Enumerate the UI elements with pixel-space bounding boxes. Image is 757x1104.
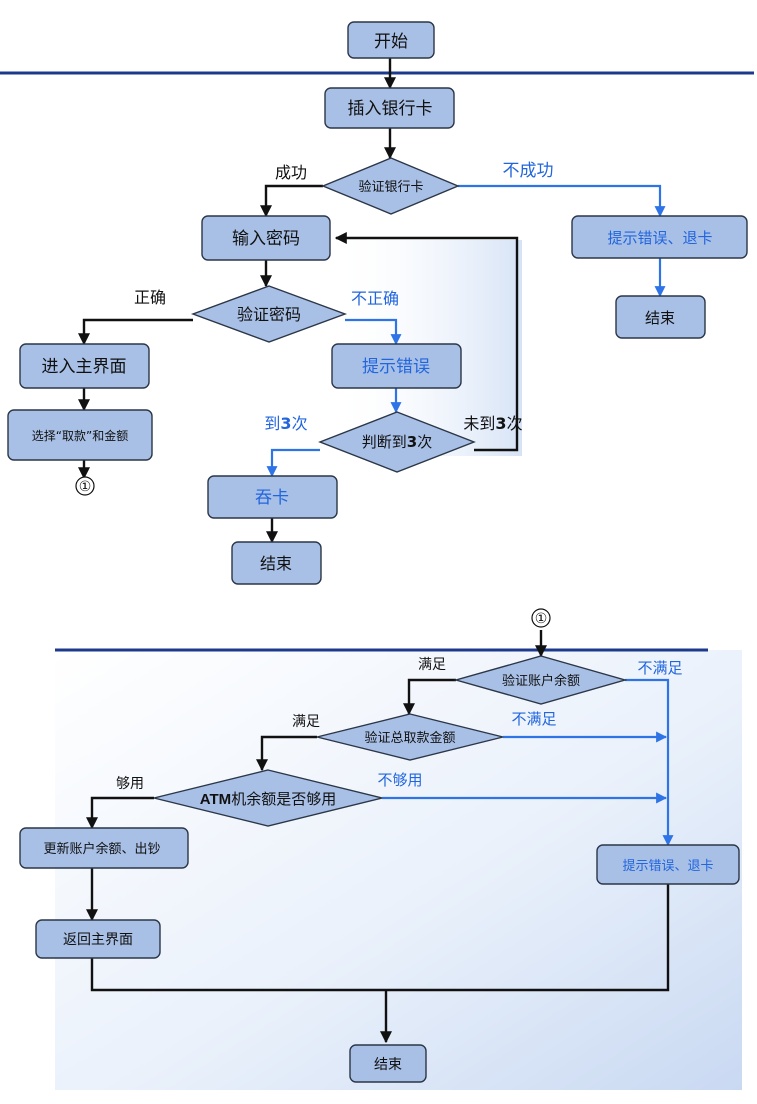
node-insert-card-label: 插入银行卡 xyxy=(348,99,433,119)
label-not-reach-3: 未到3次 xyxy=(463,414,522,433)
edge-verify-success xyxy=(260,184,323,218)
label-reach-3-suffix: 次 xyxy=(292,414,308,433)
node-verify-password-label: 验证密码 xyxy=(237,305,301,324)
node-prompt-error-label: 提示错误 xyxy=(362,357,430,377)
label-incorrect: 不正确 xyxy=(351,289,399,308)
edge-balance-not-satisfy xyxy=(625,678,674,847)
node-main-menu: 进入主界面 xyxy=(19,343,150,389)
node-swallow-card: 吞卡 xyxy=(207,475,338,519)
label-reach-3-num: 3 xyxy=(280,414,291,433)
node-verify-account-balance: 验证账户余额 xyxy=(453,655,628,705)
edge-judge-notreach xyxy=(334,232,519,452)
label-reach-3: 到3次 xyxy=(264,414,307,433)
node-end-right-label: 结束 xyxy=(645,309,675,327)
edge-balance-satisfy xyxy=(403,678,456,716)
label-not-enough: 不够用 xyxy=(377,771,422,789)
node-main-menu-label: 进入主界面 xyxy=(42,357,127,377)
connector-1-top: ① xyxy=(75,476,95,496)
node-verify-account-balance-label: 验证账户余额 xyxy=(502,673,580,689)
node-prompt-error-eject-label: 提示错误、退卡 xyxy=(607,229,712,247)
node-insert-card: 插入银行卡 xyxy=(324,87,455,129)
node-end-right: 结束 xyxy=(615,295,706,339)
label-not-satisfy-1: 不满足 xyxy=(637,659,682,677)
node-verify-total-withdraw-label: 验证总取款金额 xyxy=(364,730,455,746)
label-enough: 够用 xyxy=(116,776,144,792)
judge-suffix: 次 xyxy=(417,433,432,451)
node-prompt-error-eject: 提示错误、退卡 xyxy=(571,215,748,259)
node-end-bottom-label: 结束 xyxy=(374,1057,402,1073)
label-fail: 不成功 xyxy=(503,161,554,181)
connector-1-bottom: ① xyxy=(531,608,551,628)
edge-verify-fail xyxy=(458,184,666,218)
node-return-main-label: 返回主界面 xyxy=(63,932,133,948)
node-verify-password: 验证密码 xyxy=(190,285,348,343)
node-end-middle: 结束 xyxy=(231,541,322,585)
node-judge-3-times-label: 判断到3次 xyxy=(362,433,432,451)
label-satisfy-2: 满足 xyxy=(292,714,320,730)
connector-1-bottom-label: ① xyxy=(535,611,548,627)
node-select-withdraw: 选择“取款”和金额 xyxy=(7,409,153,461)
judge-prefix: 判断到 xyxy=(362,433,407,451)
node-update-dispense-label: 更新账户余额、出钞 xyxy=(43,841,160,857)
judge-num: 3 xyxy=(407,433,417,451)
edge-pwd-correct xyxy=(78,318,193,346)
node-verify-card-label: 验证银行卡 xyxy=(358,179,423,195)
edge-return-merge xyxy=(90,884,670,992)
node-prompt-error: 提示错误 xyxy=(331,343,462,389)
edge-judge-reach xyxy=(266,448,320,478)
node-return-main: 返回主界面 xyxy=(35,919,161,959)
node-verify-total-withdraw: 验证总取款金额 xyxy=(316,713,504,761)
node-enter-password: 输入密码 xyxy=(201,215,331,261)
node-select-withdraw-label: 选择“取款”和金额 xyxy=(32,428,128,443)
connector-1-top-label: ① xyxy=(79,479,92,495)
label-not-reach-3-suffix: 次 xyxy=(507,414,523,433)
node-swallow-card-label: 吞卡 xyxy=(255,488,289,508)
atm-rest: 机余额是否够用 xyxy=(231,790,336,808)
node-prompt-error-eject-bottom: 提示错误、退卡 xyxy=(596,844,740,885)
label-not-reach-3-prefix: 未到 xyxy=(463,414,495,433)
label-not-reach-3-num: 3 xyxy=(495,414,506,433)
node-start-label: 开始 xyxy=(374,32,408,52)
atm-bold: ATM xyxy=(200,791,231,808)
node-judge-3-times: 判断到3次 xyxy=(318,411,476,473)
node-end-middle-label: 结束 xyxy=(260,554,292,573)
label-success: 成功 xyxy=(275,163,307,182)
label-correct: 正确 xyxy=(134,288,166,307)
node-verify-card: 验证银行卡 xyxy=(321,157,460,215)
label-reach-3-prefix: 到 xyxy=(264,414,280,433)
edge-total-satisfy xyxy=(256,735,317,772)
node-atm-balance-check: ATM机余额是否够用 xyxy=(153,769,383,827)
node-start: 开始 xyxy=(347,21,435,59)
node-prompt-error-eject-bottom-label: 提示错误、退卡 xyxy=(622,858,713,874)
edge-pwd-incorrect xyxy=(345,318,402,346)
edge-atm-enough xyxy=(86,796,154,830)
label-satisfy-1: 满足 xyxy=(418,657,446,673)
node-enter-password-label: 输入密码 xyxy=(232,229,300,249)
node-update-dispense: 更新账户余额、出钞 xyxy=(19,827,189,869)
node-atm-balance-check-label: ATM机余额是否够用 xyxy=(200,790,336,808)
label-not-satisfy-2: 不满足 xyxy=(511,710,556,728)
node-end-bottom: 结束 xyxy=(349,1044,427,1083)
